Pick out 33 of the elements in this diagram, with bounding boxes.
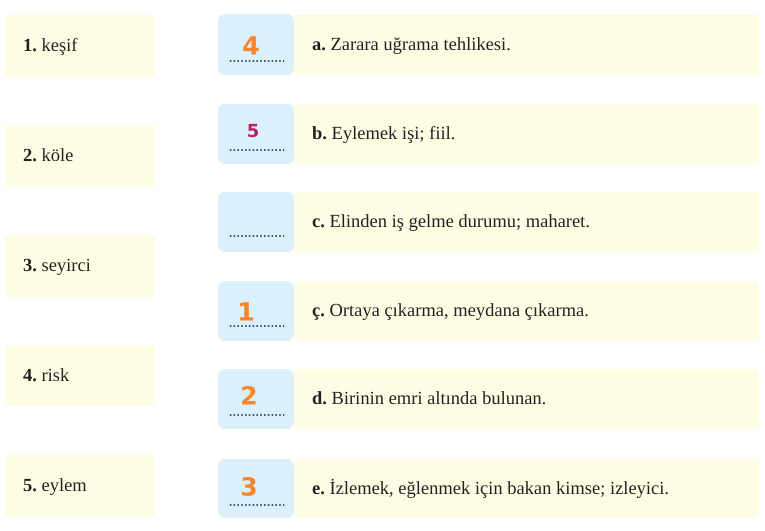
definition-card bbox=[294, 192, 759, 252]
definition-text: ç. Ortaya çıkarma, meydana çıkarma. bbox=[312, 300, 589, 322]
answer-box bbox=[218, 459, 294, 518]
definition-text: c. Elinden iş gelme durumu; maharet. bbox=[312, 211, 590, 233]
definition-text: b. Eylemek işi; fiil. bbox=[312, 123, 456, 145]
term-card bbox=[5, 15, 155, 77]
term-card bbox=[5, 235, 155, 297]
term-text: 3. seyirci bbox=[23, 255, 91, 277]
answer-number: 4 bbox=[242, 34, 260, 58]
definition-card bbox=[294, 281, 759, 341]
term-card bbox=[5, 345, 155, 406]
term-card bbox=[5, 455, 155, 516]
answer-box bbox=[218, 281, 294, 341]
answer-box bbox=[218, 192, 294, 252]
definition-text: d. Birinin emri altında bulunan. bbox=[312, 388, 546, 410]
term-card bbox=[5, 125, 155, 187]
answer-number: 2 bbox=[240, 384, 258, 408]
definition-card bbox=[294, 104, 759, 164]
answer-box bbox=[218, 104, 294, 164]
term-text: 1. keşif bbox=[23, 35, 78, 57]
answer-number: 1 bbox=[237, 300, 255, 324]
definition-text: a. Zarara uğrama tehlikesi. bbox=[312, 34, 511, 56]
definition-card bbox=[294, 369, 759, 429]
definition-card bbox=[294, 14, 759, 75]
definition-card bbox=[294, 459, 759, 518]
answer-number: 5 bbox=[246, 123, 260, 141]
answer-box bbox=[218, 14, 294, 75]
answer-number: 3 bbox=[240, 474, 258, 500]
answer-box bbox=[218, 369, 294, 429]
definition-text: e. İzlemek, eğlenmek için bakan kimse; izleyici. bbox=[312, 478, 670, 500]
term-text: 4. risk bbox=[23, 364, 70, 386]
term-text: 2. köle bbox=[23, 145, 74, 167]
term-text: 5. eylem bbox=[23, 474, 87, 496]
